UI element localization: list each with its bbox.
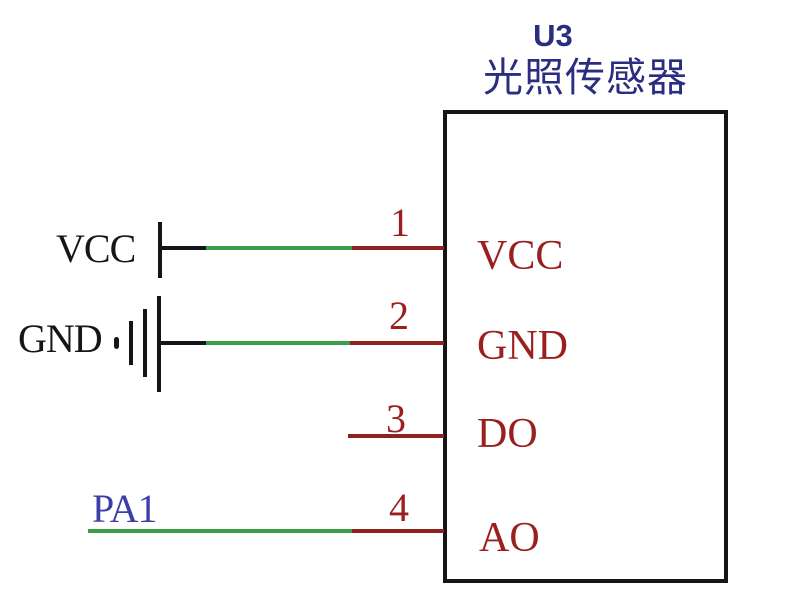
component-body <box>443 110 728 583</box>
gnd-wire-green <box>206 341 350 345</box>
vcc-net-label: VCC <box>56 226 136 271</box>
pin-3-wire-red <box>348 434 444 438</box>
gnd-symbol-bar-medium-icon <box>143 309 147 377</box>
gnd-symbol-bar-small-icon <box>129 321 133 365</box>
pin-4-label: AO <box>479 515 540 561</box>
pa1-net-label: PA1 <box>92 486 157 531</box>
gnd-symbol-dot-icon <box>114 337 119 349</box>
vcc-wire-black <box>160 246 207 250</box>
pin-2-label: GND <box>477 323 568 369</box>
pin-1-wire-red <box>352 246 444 250</box>
pin-2-number: 2 <box>389 293 409 338</box>
pin-2-wire-red <box>350 341 444 345</box>
pin-1-label: VCC <box>477 233 564 279</box>
pa1-wire-green <box>88 529 352 533</box>
pin-1-number: 1 <box>390 200 410 245</box>
pin-3-number: 3 <box>386 396 406 441</box>
gnd-net-label: GND <box>18 316 103 361</box>
pin-3-label: DO <box>477 411 538 457</box>
pin-4-number: 4 <box>389 485 409 530</box>
component-name: 光照传感器 <box>483 56 688 100</box>
gnd-wire-black <box>160 341 207 345</box>
pin-4-wire-red <box>352 529 444 533</box>
gnd-symbol-bar-large-icon <box>157 296 161 392</box>
vcc-power-bar-icon <box>158 222 162 278</box>
vcc-wire-green <box>206 246 353 250</box>
component-refdes: U3 <box>533 18 573 53</box>
